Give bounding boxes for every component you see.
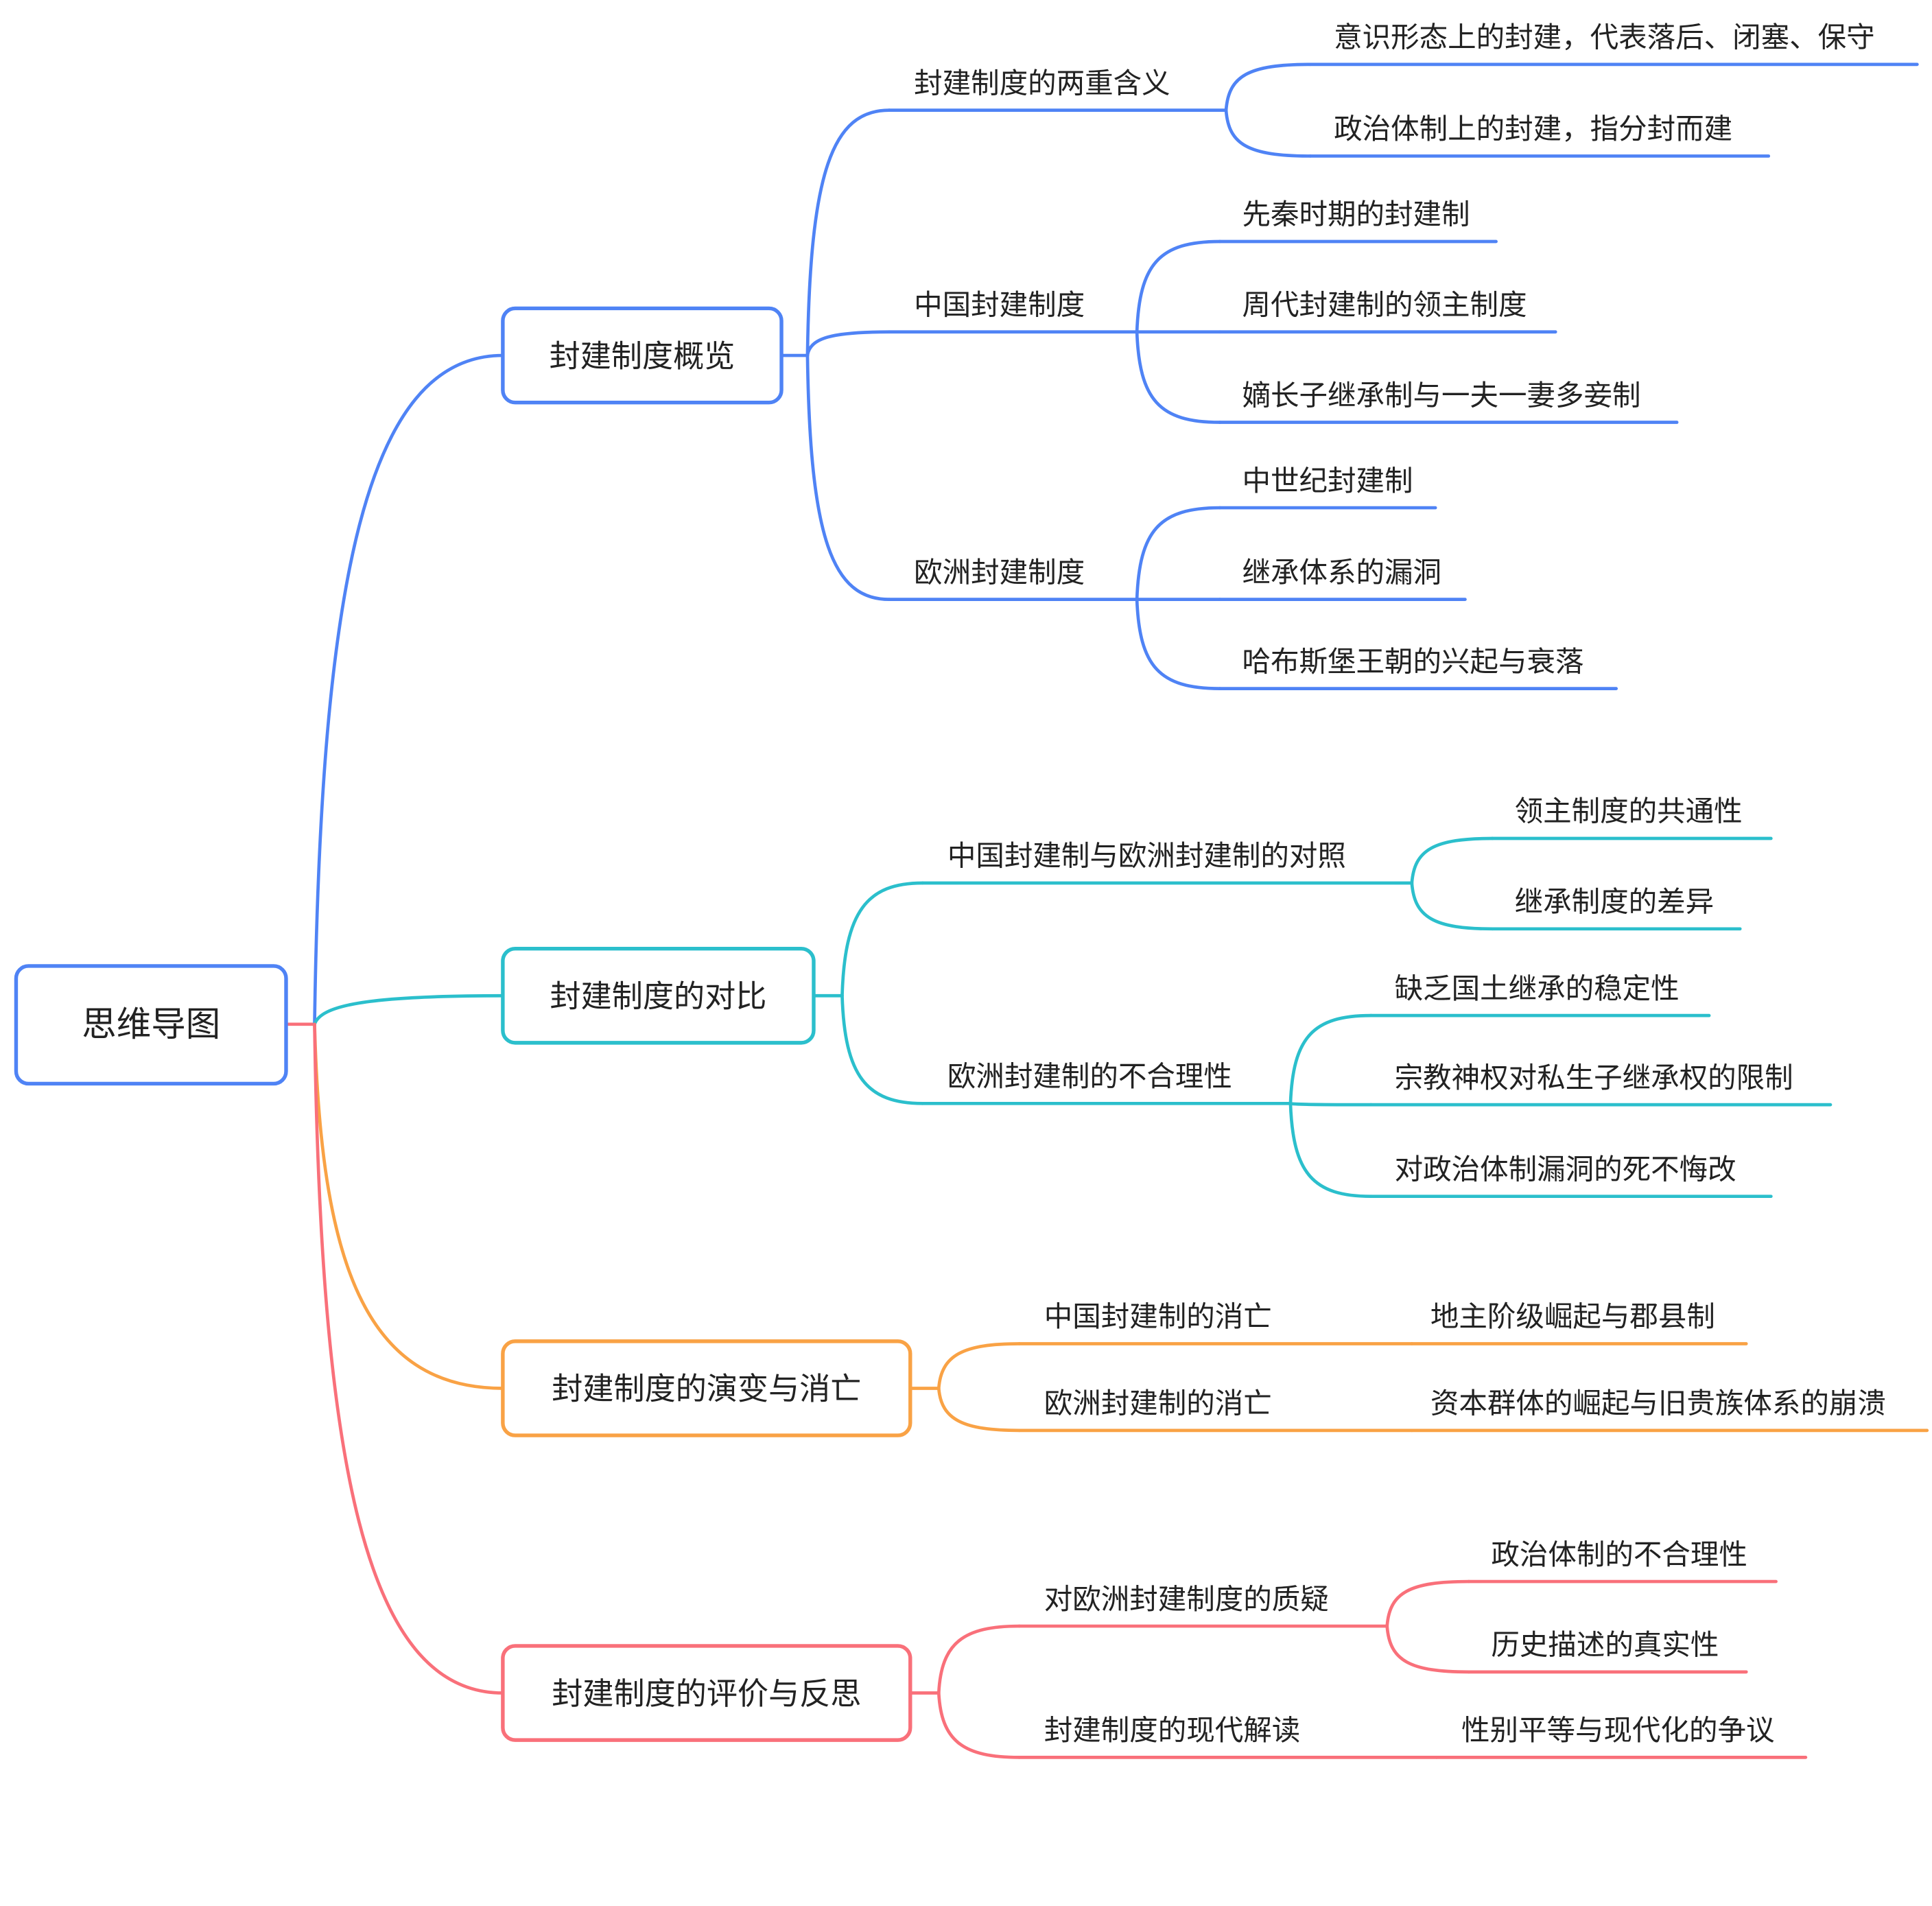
branch-connector-1: [313, 353, 505, 1026]
leaf-connector: [1135, 330, 1222, 424]
subtopic-connector: [805, 353, 891, 601]
topic-node-1-label: 封建制度概览: [550, 338, 735, 374]
topic-node-3-frame: [501, 1339, 912, 1437]
topic-node-2-frame: [501, 946, 816, 1045]
node-layer: 思维导图封建制度概览封建制度的两重含义意识形态上的封建，代表落后、闭塞、保守政治…: [14, 21, 1886, 1747]
subtopic-label[interactable]: 封建制度的两重含义: [914, 66, 1170, 99]
leaf-connector: [1135, 239, 1222, 334]
leaf-label[interactable]: 领主制度的共通性: [1515, 795, 1743, 828]
leaf-connector: [1410, 836, 1494, 885]
topic-node-2[interactable]: 封建制度的对比: [501, 946, 816, 1045]
leaf-label[interactable]: 政治体制上的封建，指分封而建: [1334, 112, 1732, 145]
leaf-connector: [1135, 506, 1222, 601]
subtopic-connector: [805, 330, 891, 357]
subtopic-connector: [936, 1691, 1021, 1759]
leaf-label[interactable]: 周代封建制的领主制度: [1242, 287, 1527, 321]
leaf-label[interactable]: 资本群体的崛起与旧贵族体系的崩溃: [1430, 1387, 1886, 1420]
leaf-label[interactable]: 嫡长子继承制与一夫一妻多妾制: [1242, 378, 1641, 412]
subtopic-label[interactable]: 封建制度的现代解读: [1044, 1713, 1301, 1747]
branch-connector-3: [313, 1022, 505, 1390]
subtopic-label[interactable]: 中国封建制度: [914, 287, 1085, 321]
subtopic-connector: [840, 993, 925, 1105]
subtopic-label[interactable]: 欧洲封建制度: [914, 555, 1085, 589]
topic-node-4-frame: [501, 1644, 912, 1742]
root-node-frame: [14, 964, 288, 1086]
topic-node-3[interactable]: 封建制度的演变与消亡: [501, 1339, 912, 1437]
leaf-label[interactable]: 性别平等与现代化的争议: [1461, 1713, 1775, 1747]
branch-connector-4: [313, 1022, 505, 1695]
branch-connector-2: [313, 993, 505, 1026]
leaf-label[interactable]: 政治体制的不合理性: [1491, 1538, 1747, 1571]
leaf-connector: [1385, 1624, 1471, 1674]
connector-layer: [284, 62, 1929, 1759]
leaf-label[interactable]: 意识形态上的封建，代表落后、闭塞、保守: [1334, 21, 1875, 54]
topic-node-4[interactable]: 封建制度的评价与反思: [501, 1644, 912, 1742]
topic-node-3-label: 封建制度的演变与消亡: [552, 1371, 861, 1407]
subtopic-label[interactable]: 欧洲封建制的不合理性: [947, 1059, 1232, 1093]
subtopic-connector: [936, 1342, 1021, 1390]
leaf-connector: [1288, 1013, 1373, 1105]
leaf-label[interactable]: 地主阶级崛起与郡县制: [1430, 1299, 1715, 1333]
leaf-connector: [1288, 1101, 1373, 1199]
leaf-connector: [1224, 108, 1312, 158]
leaf-label[interactable]: 中世纪封建制: [1242, 464, 1413, 497]
leaf-label[interactable]: 宗教神权对私生子继承权的限制: [1395, 1061, 1793, 1094]
root-node-label: 思维导图: [82, 1004, 220, 1044]
subtopic-connector: [936, 1387, 1021, 1433]
leaf-connector: [1288, 1101, 1373, 1107]
leaf-label[interactable]: 缺乏国土继承的稳定性: [1395, 972, 1680, 1005]
topic-node-1[interactable]: 封建制度概览: [501, 306, 784, 405]
leaf-label[interactable]: 哈布斯堡王朝的兴起与衰落: [1242, 644, 1584, 678]
root-node[interactable]: 思维导图: [14, 964, 288, 1086]
leaf-label[interactable]: 对政治体制漏洞的死不悔改: [1395, 1152, 1736, 1186]
leaf-label[interactable]: 先秦时期的封建制: [1242, 198, 1470, 231]
topic-node-4-label: 封建制度的评价与反思: [552, 1675, 861, 1712]
leaf-label[interactable]: 继承制度的差异: [1515, 885, 1715, 919]
subtopic-label[interactable]: 欧洲封建制的消亡: [1044, 1387, 1272, 1420]
subtopic-label[interactable]: 中国封建制的消亡: [1044, 1299, 1272, 1333]
subtopic-label[interactable]: 中国封建制与欧洲封建制的对照: [947, 839, 1346, 873]
leaf-connector: [1385, 1579, 1471, 1628]
subtopic-connector: [840, 881, 925, 998]
subtopic-connector: [805, 108, 891, 357]
leaf-label[interactable]: 继承体系的漏洞: [1242, 555, 1442, 589]
topic-node-2-label: 封建制度的对比: [550, 978, 767, 1015]
subtopic-label[interactable]: 对欧洲封建制度的质疑: [1044, 1582, 1329, 1616]
leaf-connector: [1135, 598, 1222, 690]
leaf-label[interactable]: 历史描述的真实性: [1491, 1628, 1719, 1662]
topic-node-1-frame: [501, 306, 784, 405]
leaf-connector: [1410, 881, 1494, 931]
leaf-connector: [1224, 62, 1312, 112]
subtopic-connector: [936, 1624, 1021, 1695]
